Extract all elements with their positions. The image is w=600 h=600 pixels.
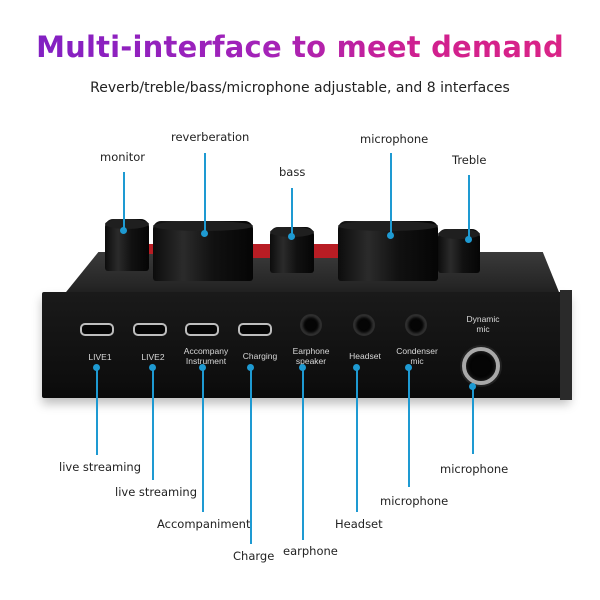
callout-live-streaming-2: live streaming bbox=[115, 485, 198, 499]
callout-line-microphone-knob bbox=[390, 153, 392, 235]
callout-treble: Treble bbox=[452, 153, 487, 167]
port-charging[interactable] bbox=[238, 323, 272, 336]
callout-dot-reverberation bbox=[201, 230, 208, 237]
callout-line-reverberation bbox=[204, 153, 206, 233]
callout-line-headset bbox=[356, 367, 358, 512]
page-title: Multi-interface to meet demand bbox=[0, 30, 600, 64]
panel-label-live1: LIVE1 bbox=[88, 352, 112, 362]
knob-monitor[interactable] bbox=[105, 219, 149, 271]
callout-line-treble bbox=[468, 175, 470, 239]
callout-dot-microphone-knob bbox=[387, 232, 394, 239]
callout-bass: bass bbox=[279, 165, 306, 179]
callout-line-earphone bbox=[302, 367, 304, 540]
callout-earphone: earphone bbox=[283, 544, 338, 558]
callout-dot-bass bbox=[288, 233, 295, 240]
panel-label-earphone-speaker: Earphone speaker bbox=[292, 346, 330, 366]
callout-monitor: monitor bbox=[100, 150, 145, 164]
panel-label-accompany: Accompany Instrument bbox=[183, 346, 229, 366]
port-condenser-mic[interactable] bbox=[405, 314, 427, 336]
callout-microphone-dynamic: microphone bbox=[440, 462, 509, 476]
callout-reverberation: reverberation bbox=[171, 130, 250, 144]
callout-line-live2 bbox=[152, 367, 154, 480]
device-side bbox=[560, 290, 572, 400]
panel-label-dynamic-mic: Dynamic mic bbox=[466, 314, 500, 334]
callout-dot-treble bbox=[465, 236, 472, 243]
port-live2[interactable] bbox=[133, 323, 167, 336]
panel-label-headset: Headset bbox=[349, 351, 381, 361]
callout-microphone-knob: microphone bbox=[360, 132, 429, 146]
panel-label-condenser-mic: Condenser mic bbox=[396, 346, 438, 366]
port-dynamic-mic[interactable] bbox=[462, 347, 500, 385]
knob-microphone[interactable] bbox=[338, 221, 438, 281]
panel-label-live2: LIVE2 bbox=[141, 352, 165, 362]
port-earphone-speaker[interactable] bbox=[300, 314, 322, 336]
callout-live-streaming-1: live streaming bbox=[59, 460, 142, 474]
callout-accompaniment: Accompaniment bbox=[157, 517, 251, 531]
panel-label-charging: Charging bbox=[242, 351, 278, 361]
knob-treble[interactable] bbox=[438, 229, 480, 273]
port-live1[interactable] bbox=[80, 323, 114, 336]
callout-line-live1 bbox=[96, 367, 98, 455]
callout-line-dynamic bbox=[472, 386, 474, 454]
callout-line-accompany bbox=[202, 367, 204, 512]
page-subtitle: Reverb/treble/bass/microphone adjustable… bbox=[90, 80, 510, 96]
callout-line-charging bbox=[250, 367, 252, 544]
callout-microphone-condenser: microphone bbox=[380, 494, 449, 508]
callout-headset: Headset bbox=[335, 517, 383, 531]
callout-charge: Charge bbox=[233, 549, 275, 563]
port-accompany-instrument[interactable] bbox=[185, 323, 219, 336]
callout-line-condenser bbox=[408, 367, 410, 487]
port-headset[interactable] bbox=[353, 314, 375, 336]
callout-line-bass bbox=[291, 188, 293, 236]
callout-dot-monitor bbox=[120, 227, 127, 234]
callout-line-monitor bbox=[123, 172, 125, 228]
